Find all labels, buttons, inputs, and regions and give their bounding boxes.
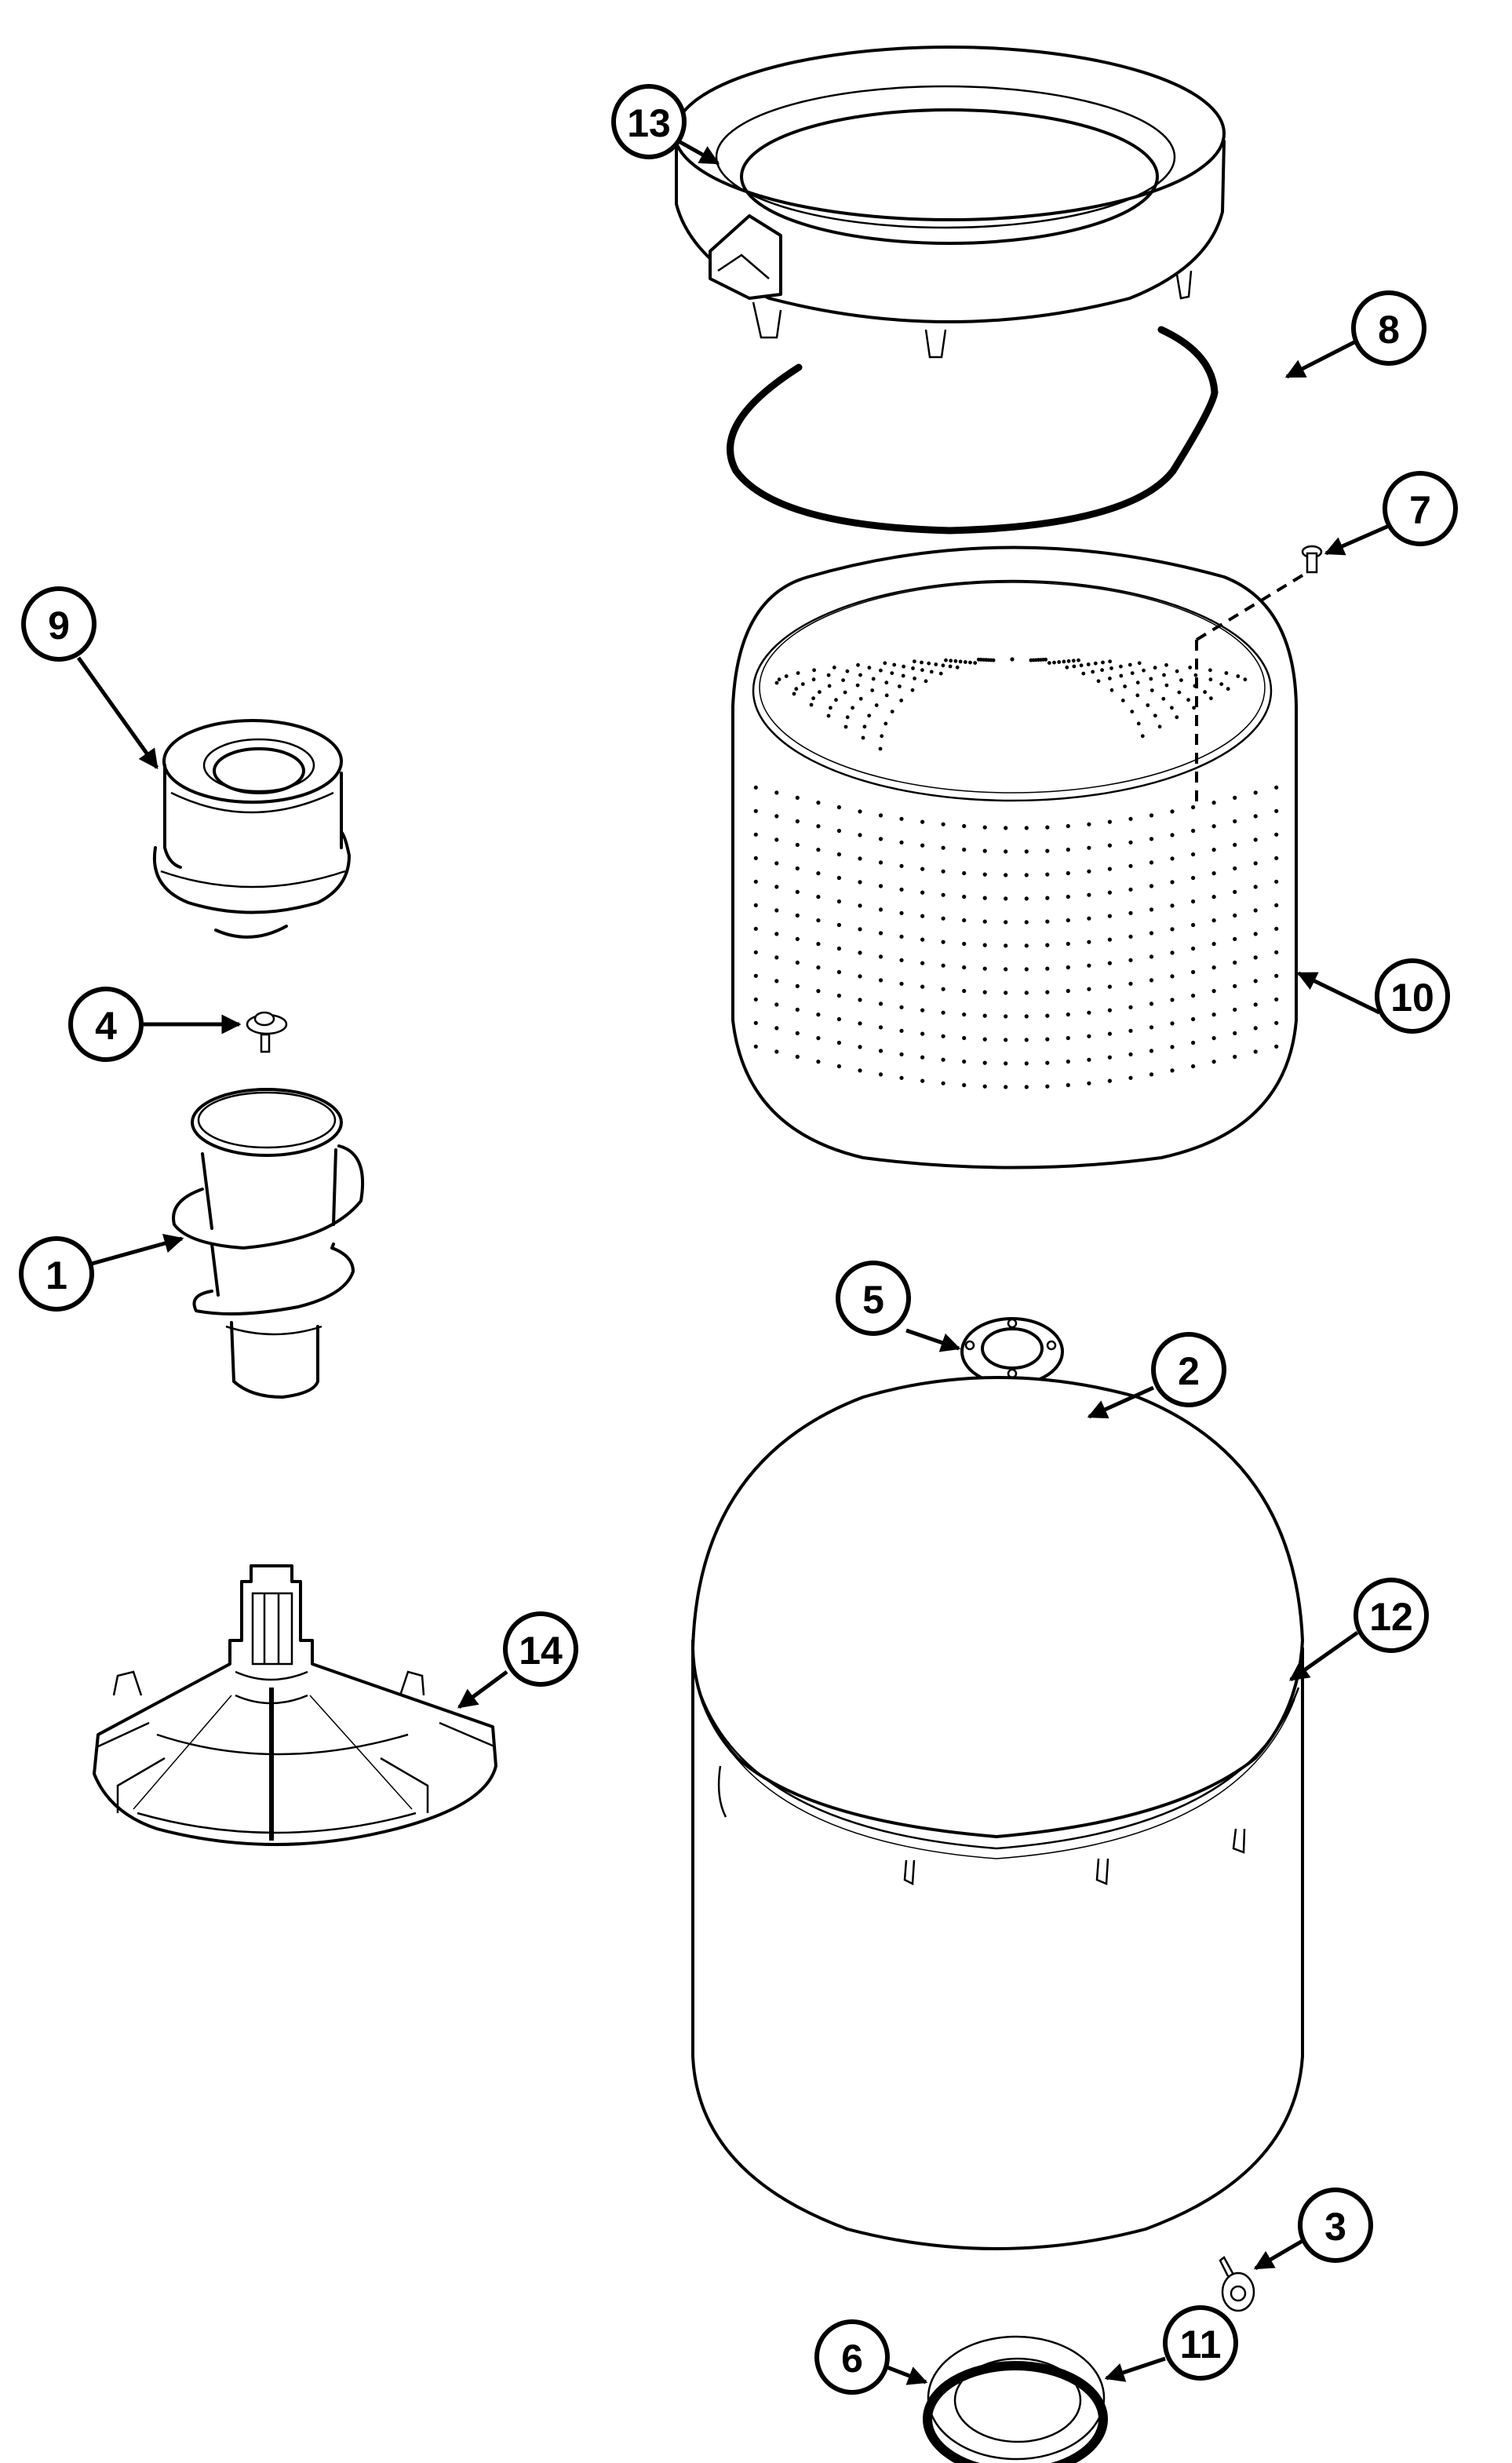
callout-8-label: 8: [1378, 308, 1400, 352]
callout-9[interactable]: 9: [21, 586, 97, 662]
part-6-seal-washer: [927, 2335, 1106, 2461]
perforation-dots: [753, 657, 1279, 1089]
callout-3[interactable]: 3: [1298, 2188, 1373, 2263]
callout-11[interactable]: 11: [1163, 2305, 1238, 2381]
callout-2[interactable]: 2: [1151, 1332, 1226, 1407]
callout-13-label: 13: [627, 101, 671, 145]
callout-4-label: 4: [95, 1004, 117, 1048]
part-14-agitator-base: [93, 1564, 497, 1846]
callout-12[interactable]: 12: [1354, 1578, 1429, 1653]
callout-14[interactable]: 14: [503, 1611, 578, 1687]
callout-10[interactable]: 10: [1375, 958, 1450, 1034]
callout-3-label: 3: [1324, 2205, 1346, 2249]
callout-9-label: 9: [48, 604, 70, 648]
part-3-hex-screw: [1219, 2256, 1255, 2312]
callout-6-label: 6: [841, 2337, 863, 2381]
callout-4[interactable]: 4: [68, 987, 144, 1062]
part-8-ring-gasket: [727, 326, 1219, 535]
callout-7-label: 7: [1409, 488, 1431, 532]
part-13-tub-ring: [673, 46, 1226, 359]
callout-12-label: 12: [1369, 1595, 1413, 1639]
callout-2-label: 2: [1178, 1349, 1200, 1393]
callout-14-label: 14: [519, 1629, 563, 1673]
part-5-hub-washer: [960, 1317, 1064, 1386]
callout-8[interactable]: 8: [1351, 290, 1426, 366]
leader-lines: [76, 139, 1390, 2385]
part-1-auger: [172, 1088, 365, 1399]
callout-6[interactable]: 6: [814, 2319, 890, 2395]
callout-5[interactable]: 5: [836, 1261, 911, 1336]
callout-13[interactable]: 13: [611, 84, 687, 159]
callout-5-label: 5: [862, 1278, 884, 1322]
callout-11-label: 11: [1180, 2323, 1222, 2366]
callout-7[interactable]: 7: [1383, 471, 1458, 546]
part-12-outer-tub: [691, 1376, 1304, 2250]
callout-1-label: 1: [46, 1253, 67, 1297]
part-9-agitator-cap: [152, 719, 351, 939]
part-4-screw: [246, 1011, 288, 1053]
callout-10-label: 10: [1390, 976, 1434, 1020]
part-11-o-ring: [923, 2361, 1108, 2463]
callout-1[interactable]: 1: [19, 1236, 94, 1312]
part-10-spin-basket: [731, 546, 1308, 1169]
part-7-screw: [1301, 545, 1323, 574]
